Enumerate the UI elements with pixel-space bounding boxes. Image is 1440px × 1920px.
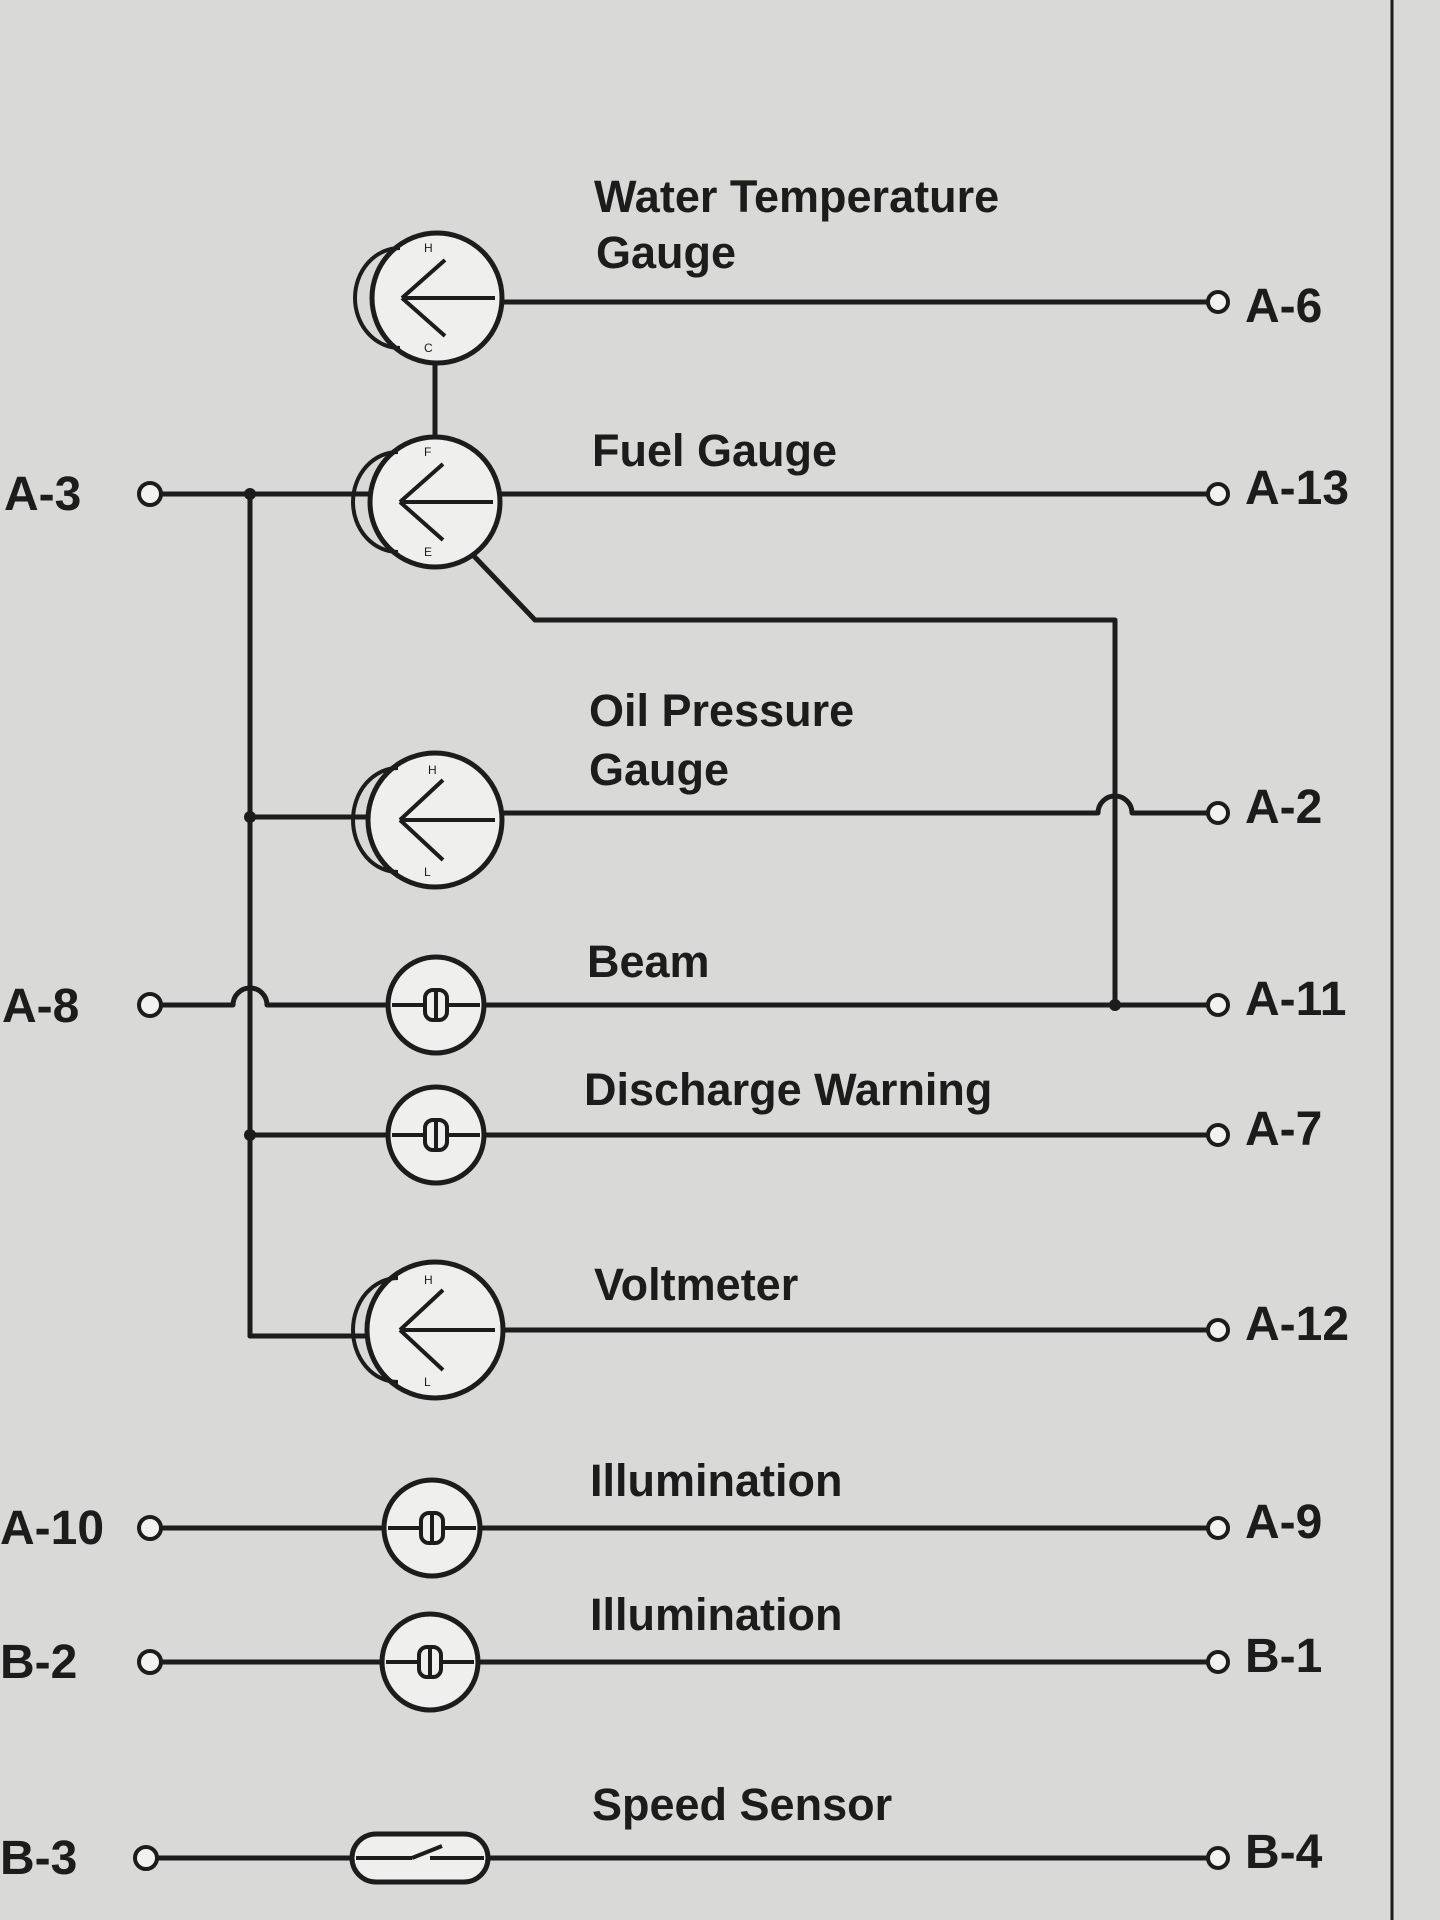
gauge-mark-low: L [424,865,431,879]
gauge-mark-hot: H [424,241,433,255]
discharge-warning-lamp-icon [385,1084,487,1186]
water-temperature-gauge-symbol: H C [353,230,505,366]
terminal-a9-label: A-9 [1245,1496,1322,1549]
terminal-a3-label: A-3 [4,468,81,521]
terminal-a13-connector [1206,482,1230,506]
terminal-a13-label: A-13 [1245,462,1349,515]
terminal-a10-connector [137,1515,163,1541]
terminal-a11-connector [1206,993,1230,1017]
gauge-mark-high: H [428,763,437,777]
illumination-lamp-icon [379,1611,481,1713]
oil-pressure-label-line2: Gauge [589,744,729,795]
terminal-b4-connector [1206,1846,1230,1870]
terminal-a9-connector [1206,1516,1230,1540]
terminal-b2-connector [137,1649,163,1675]
terminal-a2-connector [1206,801,1230,825]
water-temperature-label-line2: Gauge [596,227,736,278]
junction-dot [244,488,256,500]
terminal-a12-label: A-12 [1245,1298,1349,1351]
terminal-a3-connector [137,481,163,507]
terminal-a10-label: A-10 [0,1502,104,1555]
junction-dot [244,811,256,823]
terminal-a8-connector [137,992,163,1018]
wire-a8-beam [159,985,393,1008]
terminal-b1-connector [1206,1650,1230,1674]
oil-pressure-label-line1: Oil Pressure [589,685,854,736]
discharge-warning-label: Discharge Warning [584,1064,992,1115]
illumination-lamp-icon [381,1477,483,1579]
beam-indicator-lamp-icon [385,954,487,1056]
terminal-a6-label: A-6 [1245,280,1322,333]
speed-sensor-label: Speed Sensor [592,1779,892,1830]
voltmeter-label: Voltmeter [594,1259,798,1310]
terminal-a6-connector [1206,290,1230,314]
junction-dot [1109,999,1121,1011]
terminal-b4-label: B-4 [1245,1826,1323,1879]
fuel-gauge-label: Fuel Gauge [592,425,837,476]
oil-pressure-gauge-symbol: H L [351,750,505,890]
gauge-mark-empty: E [424,545,432,559]
terminal-b3-connector [133,1845,159,1871]
voltmeter-symbol: H L [351,1259,506,1401]
fuel-gauge-symbol: F E [351,434,503,570]
gauge-mark-cold: C [424,341,433,355]
gauge-mark-low: L [424,1375,431,1389]
terminal-b3-label: B-3 [0,1832,77,1885]
water-temperature-label-line1: Water Temperature [594,171,999,222]
terminal-a2-label: A-2 [1245,781,1322,834]
wire-fuel-loop [467,549,1118,1008]
beam-label: Beam [587,936,710,987]
terminal-a11-label: A-11 [1245,973,1346,1026]
terminal-a7-label: A-7 [1245,1103,1322,1156]
junction-dot [244,1129,256,1141]
illumination-label: Illumination [590,1589,843,1640]
terminal-b1-label: B-1 [1245,1630,1322,1683]
gauge-mark-full: F [424,445,431,459]
terminal-a8-label: A-8 [2,980,79,1033]
terminal-a12-connector [1206,1318,1230,1342]
terminal-a7-connector [1206,1123,1230,1147]
terminal-b2-label: B-2 [0,1636,77,1689]
illumination-label: Illumination [590,1455,843,1506]
wire-oil-a2 [495,793,1211,816]
gauge-mark-high: H [424,1273,433,1287]
speed-sensor-reed-switch-icon [349,1831,491,1885]
